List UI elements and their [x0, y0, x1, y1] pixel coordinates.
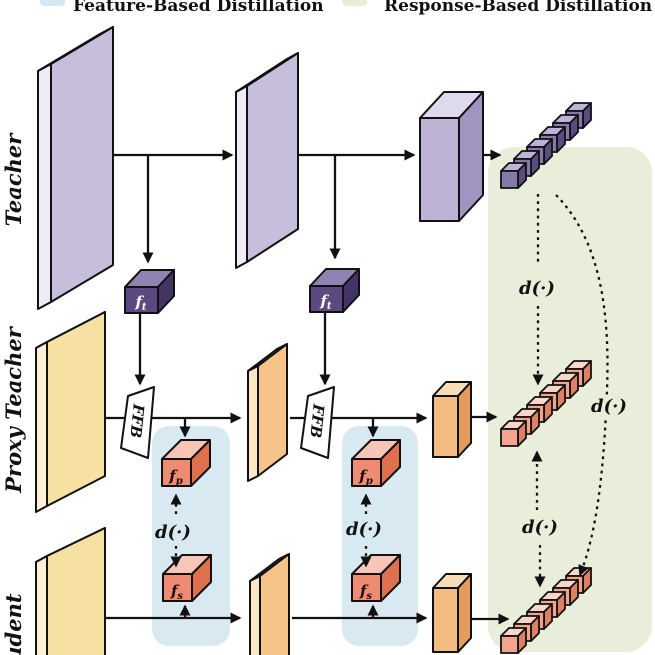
- distance-label-teacher-student: d(·): [591, 396, 627, 417]
- feature-based-swatch: [40, 0, 65, 6]
- distance-label-proxy-student: d(·): [522, 517, 558, 538]
- proxy-teacher-row-label: Proxy Teacher: [1, 325, 26, 493]
- student-plate-1-face: [46, 527, 106, 655]
- distance-label-teacher-proxy: d(·): [519, 278, 555, 299]
- fp-box-1-label: fp: [168, 467, 182, 487]
- student-logits-cube-front: [500, 635, 519, 654]
- teacher-plate-2-face: [246, 52, 299, 263]
- proxy-plate-1-face: [46, 311, 106, 507]
- teacher-plate-1-face: [50, 26, 114, 303]
- proxy-cuboid-side: [457, 381, 472, 458]
- fs-box-1-front: [162, 573, 193, 602]
- fs-box-2-front: [351, 573, 382, 602]
- student-plate-1-side: [35, 555, 48, 655]
- distance-label-feature-2: d(·): [346, 519, 382, 540]
- proxy-logits-cube-front: [500, 428, 519, 447]
- fs-box-1-label: fs: [170, 582, 183, 602]
- response-based-region: [488, 147, 652, 652]
- fp-box-2-front: [351, 458, 382, 487]
- fp-box-1-front: [161, 458, 192, 487]
- ft-box-1-front: [124, 286, 159, 314]
- legend: Feature-Based Distillation Response-Base…: [40, 0, 652, 16]
- distance-label-feature-1: d(·): [155, 522, 191, 543]
- teacher-row-label: Teacher: [1, 132, 26, 227]
- teacher-logits-cube-front: [500, 170, 519, 189]
- teacher-plate-1-side: [37, 63, 52, 310]
- student-cuboid-front: [432, 587, 459, 653]
- response-based-swatch: [342, 0, 367, 6]
- ft-box-1-label: ft: [134, 293, 146, 313]
- ffb-block-2: [300, 386, 335, 459]
- proxy-plate-1-side: [35, 341, 48, 513]
- student-row-label: Student: [1, 593, 26, 655]
- proxy-plate-2-face: [257, 343, 288, 477]
- proxy-cuboid-front: [432, 395, 459, 458]
- teacher-cuboid-front: [419, 117, 460, 222]
- feature-based-legend-label: Feature-Based Distillation: [73, 0, 324, 16]
- ft-box-2-label: ft: [319, 292, 331, 312]
- network-geometry: ft ft fp fp fs fs: [35, 26, 609, 655]
- ffb-label-1: FFB: [126, 402, 148, 439]
- ffb-label-2: FFB: [306, 402, 328, 439]
- ffb-block-1: [120, 386, 155, 459]
- ft-box-2-front: [309, 285, 344, 313]
- fp-box-2-label: fp: [358, 467, 372, 487]
- student-plate-2-face: [259, 553, 290, 655]
- response-based-legend-label: Response-Based Distillation: [384, 0, 652, 16]
- fs-box-2-label: fs: [359, 582, 372, 602]
- proxy-plate-2-side: [247, 365, 259, 482]
- student-plate-2-side: [249, 575, 261, 655]
- student-cuboid-side: [457, 573, 472, 653]
- teacher-plate-2-side: [235, 85, 248, 269]
